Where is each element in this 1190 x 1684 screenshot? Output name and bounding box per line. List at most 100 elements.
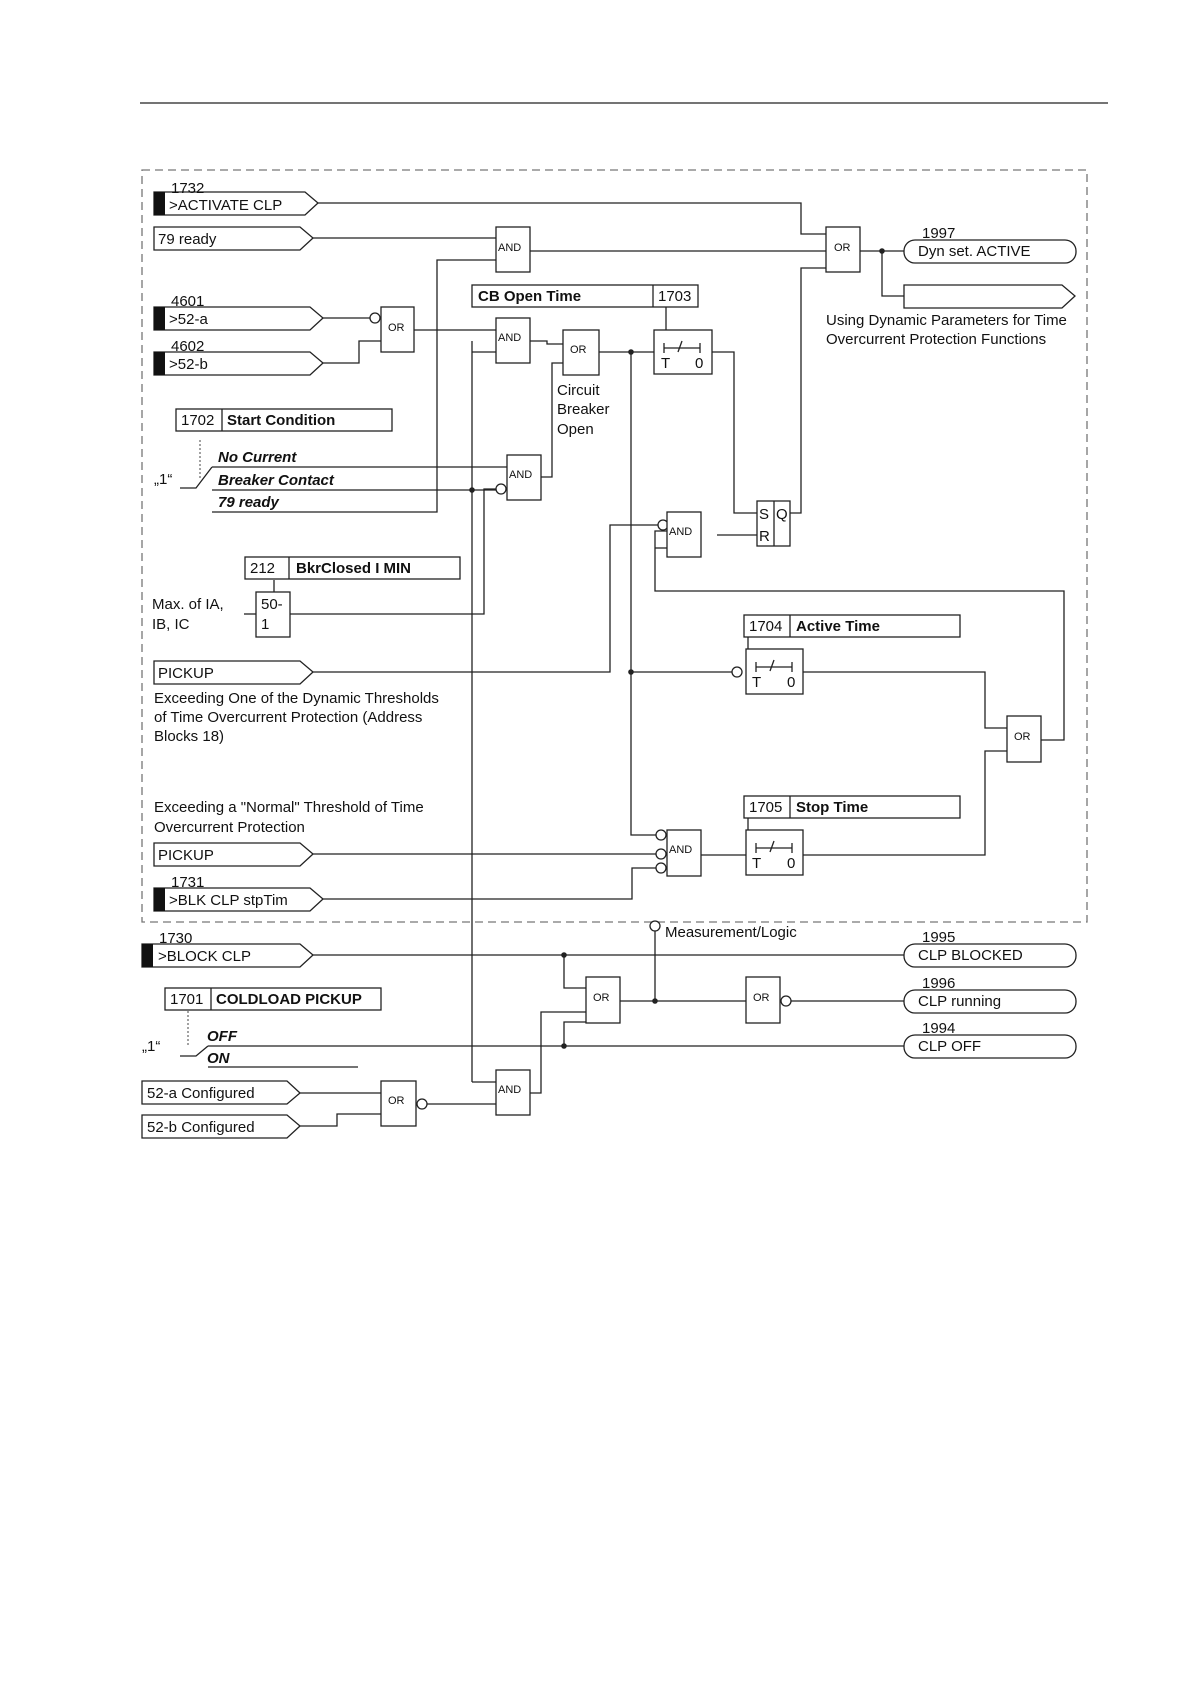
ff-s-label: S — [759, 506, 769, 523]
gate-label: OR — [834, 242, 851, 254]
a52-configured-label: 52-a Configured — [147, 1085, 255, 1102]
timer-stop-time: T 0 — [745, 829, 804, 876]
ff-q-label: Q — [776, 506, 788, 523]
note-line: Breaker — [557, 401, 610, 418]
gate-label: AND — [669, 844, 692, 856]
gate-label: OR — [593, 992, 610, 1004]
gate-or-cb-open: OR — [562, 329, 600, 376]
gate-label: AND — [669, 526, 692, 538]
clp-running-number: 1996 — [922, 975, 955, 992]
element-50-1: 50- 1 — [255, 591, 291, 638]
sr-flip-flop: S Q R — [756, 500, 791, 547]
note-line: IB, IC — [152, 616, 190, 633]
b52-number: 4602 — [171, 338, 204, 355]
measurement-logic-frame — [141, 169, 1088, 923]
gate-and-stop: AND — [666, 829, 702, 877]
note-line: of Time Overcurrent Protection (Address — [154, 709, 422, 726]
pickup-normal-label: PICKUP — [158, 847, 214, 864]
element-50-1-line2: 1 — [261, 616, 269, 633]
a52-label: >52-a — [169, 311, 208, 328]
note-exceed-normal: Exceeding a "Normal" Threshold of Time O… — [154, 799, 424, 836]
gate-label: AND — [509, 469, 532, 481]
clp-off-label: CLP OFF — [918, 1038, 981, 1055]
gate-label: OR — [1014, 731, 1031, 743]
gate-and-breaker: AND — [495, 317, 531, 364]
ff-r-label: R — [759, 528, 770, 545]
timer-zero-label: 0 — [787, 855, 795, 872]
dyn-active-label: Dyn set. ACTIVE — [918, 243, 1031, 260]
param-cb-open-time: CB Open Time 1703 — [471, 284, 699, 308]
note-cb-open: Circuit Breaker Open — [557, 382, 610, 438]
input-pickup-dynamic: PICKUP — [153, 660, 314, 685]
gate-or-blocked: OR — [585, 976, 621, 1024]
blk-stptim-number: 1731 — [171, 874, 204, 891]
activate-clp-number: 1732 — [171, 180, 204, 197]
timer-cb-open: T 0 — [653, 329, 713, 375]
note-line: Overcurrent Protection — [154, 819, 305, 836]
cb-open-time-number: 1703 — [658, 288, 691, 305]
a52-number: 4601 — [171, 293, 204, 310]
clp-blocked-label: CLP BLOCKED — [918, 947, 1023, 964]
input-pickup-normal: PICKUP — [153, 842, 314, 867]
b52-label: >52-b — [169, 356, 208, 373]
wiring — [180, 202, 1065, 1127]
input-blk-stptim: 1731 >BLK CLP stpTim — [153, 874, 324, 912]
bkr-closed-number: 212 — [250, 560, 275, 577]
stop-time-label: Stop Time — [796, 799, 868, 816]
gate-label: AND — [498, 1084, 521, 1096]
note-max-current: Max. of IA, IB, IC — [152, 596, 224, 633]
param-stop-time: 1705 Stop Time — [743, 795, 961, 819]
stop-time-number: 1705 — [749, 799, 782, 816]
blk-stptim-label: >BLK CLP stpTim — [169, 892, 288, 909]
note-line: Exceeding One of the Dynamic Thresholds — [154, 690, 439, 707]
input-52b-configured: 52-b Configured — [141, 1114, 301, 1139]
input-52b: 4602 >52-b — [153, 338, 324, 376]
b52-configured-label: 52-b Configured — [147, 1119, 255, 1136]
gate-and-start-condition: AND — [506, 454, 542, 501]
start-condition-number: 1702 — [181, 412, 214, 429]
gate-and-reset: AND — [666, 511, 702, 558]
coldload-switch-label: „1“ — [142, 1038, 160, 1055]
gate-label: OR — [388, 322, 405, 334]
note-line: Using Dynamic Parameters for Time — [826, 312, 1067, 329]
bkr-closed-label: BkrClosed I MIN — [296, 560, 411, 577]
gate-label: OR — [753, 992, 770, 1004]
input-activate-clp: 1732 >ACTIVATE CLP — [153, 180, 319, 216]
active-time-label: Active Time — [796, 618, 880, 635]
gate-label: AND — [498, 332, 521, 344]
start-condition-label: Start Condition — [227, 412, 335, 429]
clp-running-label: CLP running — [918, 993, 1001, 1010]
block-clp-number: 1730 — [159, 930, 192, 947]
note-line: Overcurrent Protection Functions — [826, 331, 1046, 348]
param-start-condition: 1702 Start Condition — [175, 408, 393, 432]
timer-t-label: T — [752, 674, 761, 691]
gate-or-configured: OR — [380, 1080, 417, 1127]
gate-and-configured: AND — [495, 1069, 531, 1116]
block-clp-label: >BLOCK CLP — [158, 948, 251, 965]
clp-off-number: 1994 — [922, 1020, 955, 1037]
output-dyn-active: 1997 Dyn set. ACTIVE — [903, 225, 1077, 264]
gate-or-52ab: OR — [380, 306, 415, 353]
clp-blocked-number: 1995 — [922, 929, 955, 946]
option-off: OFF — [207, 1028, 238, 1045]
element-50-1-line1: 50- — [261, 596, 283, 613]
timer-t-label: T — [752, 855, 761, 872]
pickup-dynamic-label: PICKUP — [158, 665, 214, 682]
note-line: Blocks 18) — [154, 728, 224, 745]
output-dynamic-params — [903, 284, 1076, 309]
start-switch-label: „1“ — [154, 471, 172, 488]
coldload-label: COLDLOAD PICKUP — [216, 991, 362, 1008]
output-clp-running: 1996 CLP running — [903, 975, 1077, 1014]
note-measurement-logic: Measurement/Logic — [665, 924, 797, 941]
timer-zero-label: 0 — [695, 355, 703, 372]
activate-clp-label: >ACTIVATE CLP — [169, 197, 282, 214]
option-no-current: No Current — [218, 449, 297, 466]
gate-label: AND — [498, 242, 521, 254]
option-breaker-contact: Breaker Contact — [218, 472, 335, 489]
active-time-number: 1704 — [749, 618, 782, 635]
dyn-active-number: 1997 — [922, 225, 955, 242]
junction-dots — [469, 248, 885, 1049]
coldload-options: OFF ON „1“ — [142, 1028, 238, 1067]
output-clp-off: 1994 CLP OFF — [903, 1020, 1077, 1059]
